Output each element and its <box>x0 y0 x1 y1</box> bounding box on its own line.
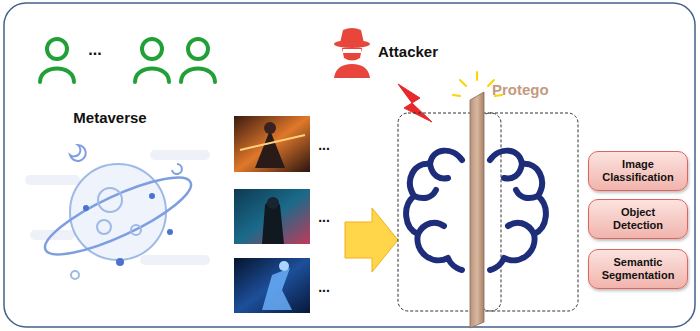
ellipsis: ... <box>88 41 101 59</box>
task-label: Image Classification <box>589 154 687 187</box>
attack-bolt <box>398 84 432 122</box>
task-box: Semantic Segmentation <box>588 249 688 288</box>
frame <box>4 3 695 327</box>
ellipsis: ... <box>318 210 330 225</box>
user-icons <box>40 39 215 82</box>
model-half-box <box>398 113 501 311</box>
task-box: Object Detection <box>588 199 688 238</box>
attacker-icon <box>334 28 370 78</box>
input-arrow <box>345 208 398 272</box>
attacker-label: Attacker <box>378 44 438 61</box>
defense-label: Protego <box>492 82 549 99</box>
metaverse-planet <box>25 145 210 279</box>
ellipsis: ... <box>318 138 330 153</box>
task-label: Object Detection <box>589 202 687 235</box>
group-label: Metaverse <box>73 110 146 127</box>
attacker-glasses <box>343 49 361 53</box>
task-box: Image Classification <box>588 151 688 190</box>
model-half-box <box>480 113 578 311</box>
ellipsis: ... <box>318 280 330 295</box>
task-label: Semantic Segmentation <box>589 252 687 285</box>
image-thumbnails <box>234 116 310 313</box>
protego-wall <box>470 92 484 328</box>
